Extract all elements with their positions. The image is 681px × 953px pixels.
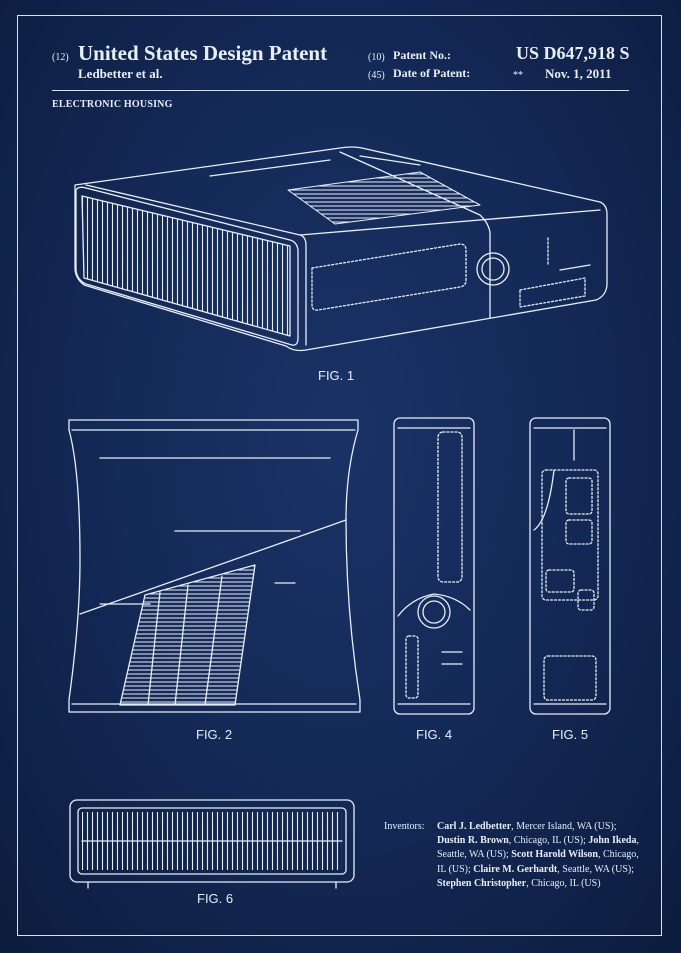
inventor-name: John Ikeda [588,835,637,847]
inventor-name: Scott Harold Wilson [511,849,598,861]
inventor-location: , Mercer Island, WA (US); [511,821,617,832]
inventor-location: , Chicago, IL (US); [437,849,639,875]
inventor-name: Claire M. Gerhardt [473,863,558,875]
fig1-label: FIG. 1 [318,368,355,383]
inventors-list: Carl J. Ledbetter, Mercer Island, WA (US… [437,820,642,891]
doc-code: (12) [52,52,69,63]
patent-no-label: Patent No.: [393,48,451,62]
inventor-location: , Seattle, WA (US); [557,863,635,875]
patent-number: US D647,918 S [516,43,630,63]
inventors-label: Inventors: [384,821,425,832]
date-marker: ** [513,70,523,81]
date-label: Date of Patent: [393,66,471,80]
fig1-drawing [74,146,608,352]
fig5-label: FIG. 5 [552,727,589,742]
header-rule [52,90,629,91]
fig4-drawing [393,417,475,715]
inventor-location: , Chicago, IL (US) [526,877,601,889]
inventor-name: Dustin R. Brown [437,835,509,847]
patent-no-code: (10) [368,52,385,63]
fig2-label: FIG. 2 [196,727,233,742]
inventor-name: Stephen Christopher [437,877,527,889]
page-border [17,15,662,936]
inventor-location: , Chicago, IL (US); [508,835,589,847]
doc-title: United States Design Patent [78,41,328,65]
inventor-location: , Seattle, WA (US); [437,835,639,861]
fig5-drawing [529,417,611,715]
date-of-patent: Nov. 1, 2011 [545,66,612,81]
inventor-name: Carl J. Ledbetter [437,821,512,832]
fig6-label: FIG. 6 [197,891,234,906]
fig6-drawing [69,799,355,889]
date-code: (45) [368,70,385,81]
patent-subject: ELECTRONIC HOUSING [52,99,173,110]
fig4-label: FIG. 4 [416,727,453,742]
applicant: Ledbetter et al. [78,66,163,81]
fig2-drawing [68,419,361,713]
